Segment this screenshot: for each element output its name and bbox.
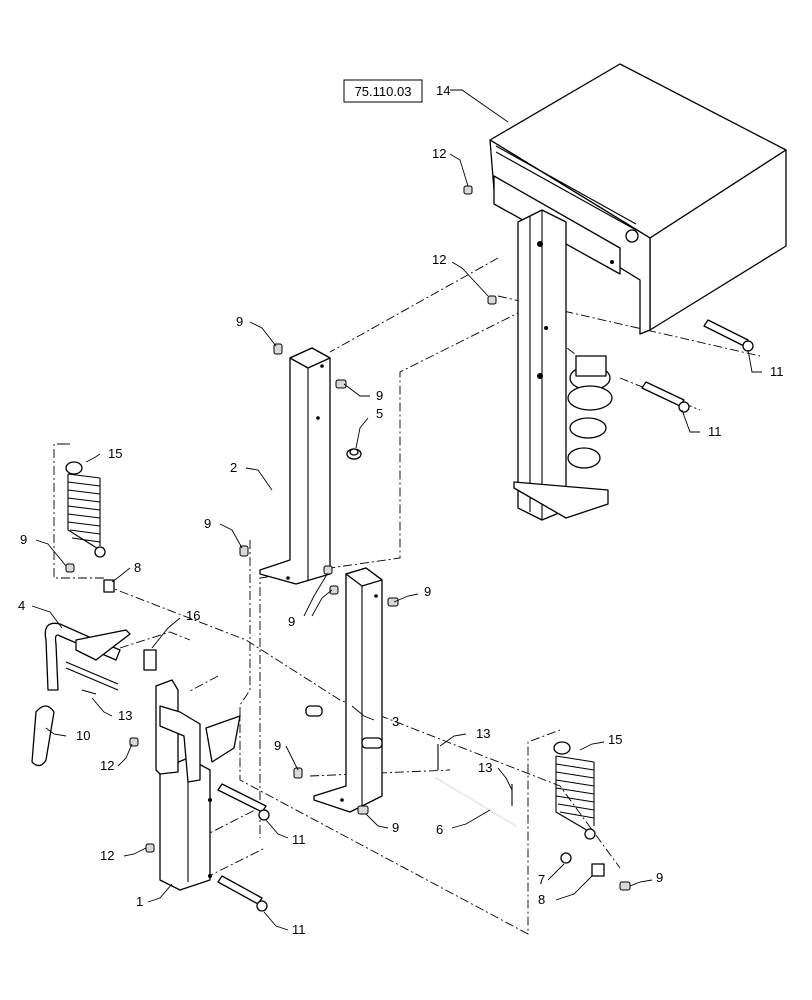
callout-12: 12 [100, 758, 114, 773]
callout-labels: 14 12 12 11 11 9 9 5 2 15 9 9 8 9 9 4 16… [18, 83, 784, 937]
callout-10: 10 [76, 728, 90, 743]
reference-label: 75.110.03 [343, 79, 423, 103]
callout-9: 9 [656, 870, 663, 885]
callout-8: 8 [538, 892, 545, 907]
spring-left [65, 461, 106, 558]
part-3-lower-bar [305, 567, 383, 813]
callout-12: 12 [432, 146, 446, 161]
part-4-handle [31, 622, 131, 767]
callout-9: 9 [288, 614, 295, 629]
part-2-upper-bar [259, 347, 331, 585]
callout-5: 5 [376, 406, 383, 421]
assembly-centerlines [53, 257, 761, 935]
hardware-fasteners [65, 185, 754, 912]
callout-9: 9 [236, 314, 243, 329]
callout-9: 9 [20, 532, 27, 547]
callout-leaders [31, 89, 762, 931]
callout-15: 15 [608, 732, 622, 747]
callout-14: 14 [436, 83, 450, 98]
callout-11: 11 [292, 922, 306, 937]
callout-9: 9 [376, 388, 383, 403]
callout-11: 11 [292, 832, 306, 847]
callout-1: 1 [136, 894, 143, 909]
callout-13: 13 [476, 726, 490, 741]
callout-3: 3 [392, 714, 399, 729]
callout-7: 7 [538, 872, 545, 887]
callout-12: 12 [100, 848, 114, 863]
spring-right [553, 741, 596, 840]
callout-12: 12 [432, 252, 446, 267]
reference-number: 75.110.03 [355, 84, 412, 99]
box-assembly [489, 63, 787, 521]
callout-15: 15 [108, 446, 122, 461]
callout-9: 9 [204, 516, 211, 531]
part-6-rod [435, 777, 517, 827]
callout-11: 11 [708, 424, 722, 439]
callout-13: 13 [478, 760, 492, 775]
callout-9: 9 [274, 738, 281, 753]
callout-9: 9 [392, 820, 399, 835]
callout-6: 6 [436, 822, 443, 837]
callout-8: 8 [134, 560, 141, 575]
part-1-lower-bracket [155, 679, 241, 891]
callout-9: 9 [424, 584, 431, 599]
part-16-small-spring [143, 649, 157, 671]
callout-4: 4 [18, 598, 25, 613]
callout-16: 16 [186, 608, 200, 623]
callout-13: 13 [118, 708, 132, 723]
callout-11: 11 [770, 364, 784, 379]
callout-2: 2 [230, 460, 237, 475]
